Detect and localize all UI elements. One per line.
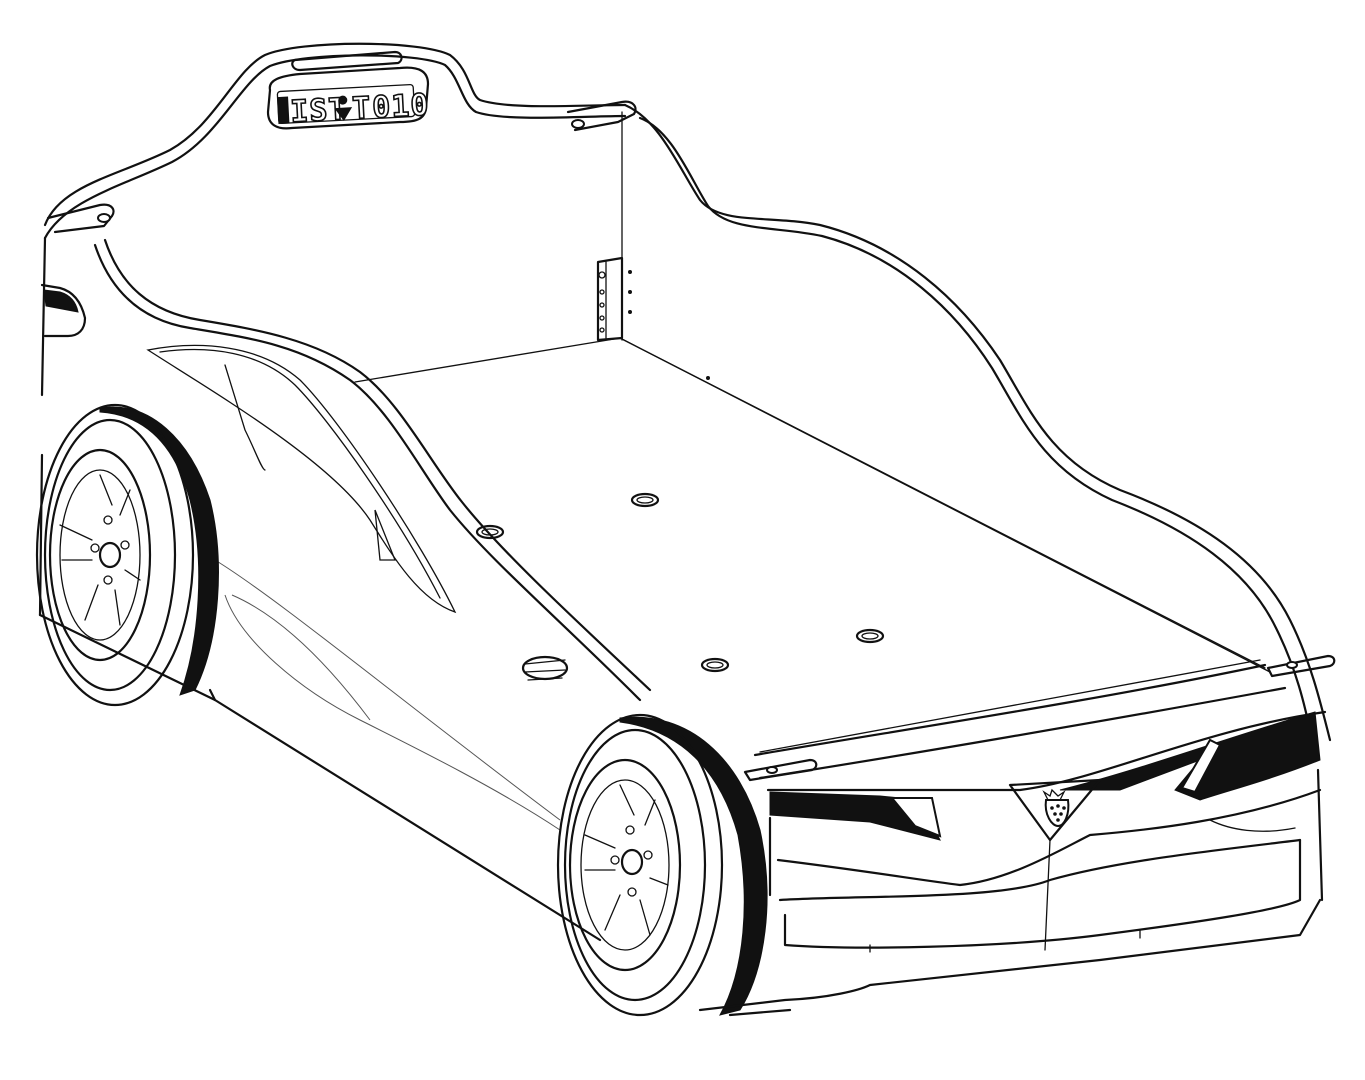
strawberry-icon — [334, 95, 353, 122]
plate-middle-text: T — [351, 91, 372, 127]
plate-right-text: 010 — [371, 88, 430, 126]
side-window — [146, 344, 561, 831]
bed-deck — [354, 256, 1271, 753]
bed-base — [38, 613, 1322, 1017]
front-wheel — [556, 713, 768, 1017]
rear-wheel — [35, 403, 219, 707]
strawberry-icon — [1042, 788, 1070, 828]
corner-bracket — [596, 256, 632, 342]
side-vent — [521, 655, 569, 681]
license-plate: IST T 010 — [266, 50, 431, 131]
front-fascia — [743, 654, 1336, 953]
headboard-fittings — [46, 100, 637, 234]
left-side-panel — [38, 236, 652, 702]
right-side-panel — [623, 103, 1332, 742]
